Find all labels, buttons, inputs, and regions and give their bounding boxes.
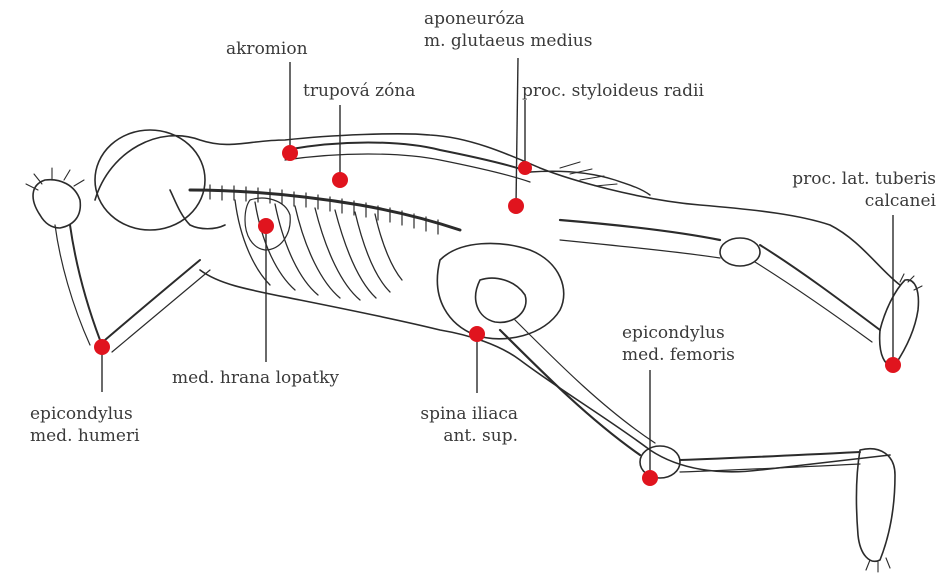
leader-aponeuroza bbox=[516, 58, 518, 205]
marker-spina bbox=[469, 326, 485, 342]
shin-top bbox=[760, 245, 880, 330]
marker-styloideus bbox=[518, 161, 532, 175]
marker-akromion bbox=[282, 145, 298, 161]
forearm-top bbox=[530, 171, 650, 195]
marker-calcanei bbox=[885, 357, 901, 373]
marker-humeri bbox=[94, 339, 110, 355]
marker-femoris bbox=[642, 470, 658, 486]
label-proc-lat-tuberis: proc. lat. tuberis calcanei bbox=[760, 168, 936, 212]
label-aponeuroza: aponeuróza m. glutaeus medius bbox=[424, 8, 592, 52]
pelvis bbox=[437, 243, 563, 338]
label-epicondylus-femoris: epicondylus med. femoris bbox=[622, 322, 735, 366]
label-akromion: akromion bbox=[226, 38, 308, 60]
label-epicondylus-humeri: epicondylus med. humeri bbox=[30, 403, 140, 447]
marker-med-hrana bbox=[258, 218, 274, 234]
forearm-left bbox=[70, 225, 100, 340]
upper-arm-top bbox=[285, 143, 530, 173]
spine bbox=[190, 190, 460, 230]
marker-trupova bbox=[332, 172, 348, 188]
ribcage bbox=[235, 200, 402, 300]
marker-aponeuroza bbox=[508, 198, 524, 214]
hand-left bbox=[33, 180, 80, 228]
upper-arm-left bbox=[105, 260, 200, 340]
thigh-bottom bbox=[500, 330, 640, 455]
label-proc-styloideus: proc. styloideus radii bbox=[522, 80, 704, 102]
label-med-hrana-lopatky: med. hrana lopatky bbox=[172, 367, 339, 389]
label-trupova-zona: trupová zóna bbox=[303, 80, 415, 102]
label-spina-iliaca: spina iliaca ant. sup. bbox=[388, 403, 518, 447]
shin-bottom bbox=[680, 452, 860, 460]
skull bbox=[95, 130, 205, 230]
foot-top bbox=[880, 280, 919, 366]
foot-bottom bbox=[856, 449, 895, 562]
thigh-top bbox=[560, 220, 720, 240]
